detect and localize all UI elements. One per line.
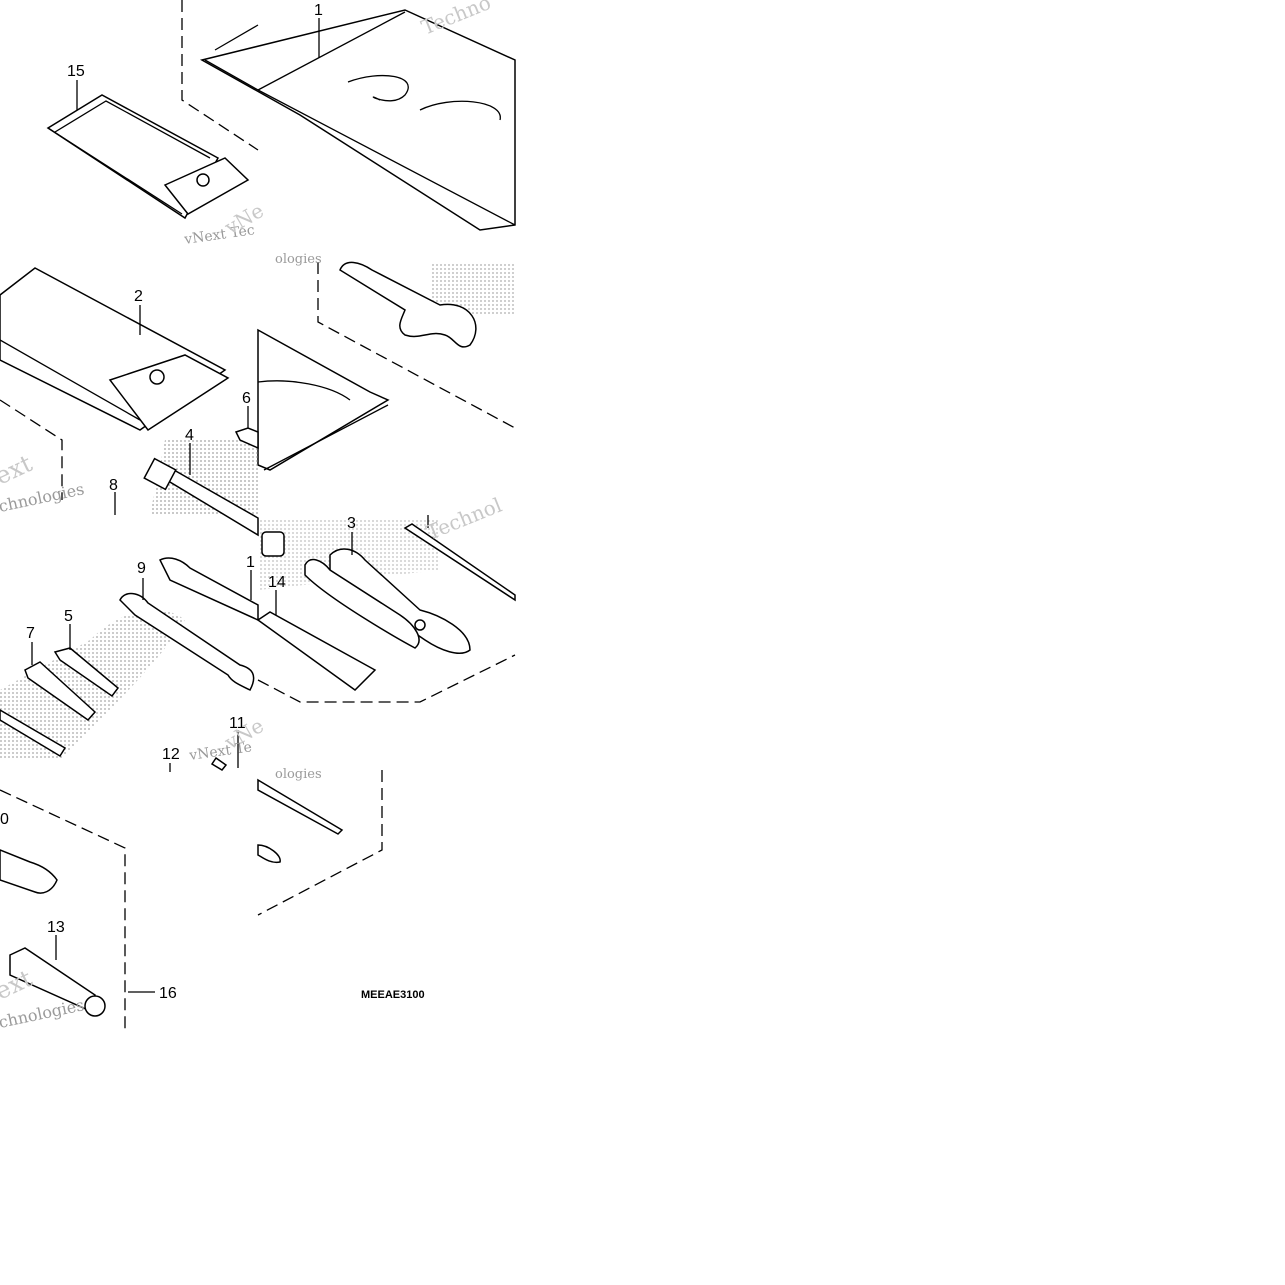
callout-11: 11 <box>229 715 246 732</box>
handle-part <box>256 611 377 691</box>
callout-4: 4 <box>185 427 194 444</box>
open-wrench-10b-part <box>0 849 58 894</box>
callout-6: 6 <box>242 390 251 407</box>
hex-key-6-part <box>234 427 259 450</box>
pliers-panel <box>256 515 516 703</box>
callout-12: 12 <box>162 746 180 763</box>
callout-16: 16 <box>159 985 177 1002</box>
owners-manual-part <box>199 9 516 231</box>
socket-handle-part <box>9 947 106 1017</box>
callout-5: 5 <box>64 608 73 625</box>
watermark-6: Technol <box>423 493 505 545</box>
hex-keys-part <box>0 647 120 758</box>
tool-bag-part <box>0 267 230 432</box>
wrench-hex-panel <box>0 557 259 760</box>
spare-tools-panel <box>0 789 155 1030</box>
callout-15: 15 <box>67 63 85 80</box>
pliers-part <box>304 548 471 654</box>
callout-8: 8 <box>109 477 118 494</box>
kit-outline-dash <box>181 0 259 151</box>
callout-7: 7 <box>26 625 35 642</box>
callout-9: 9 <box>137 560 146 577</box>
callout-2: 2 <box>134 288 143 305</box>
watermark-10: chnologies <box>0 995 86 1032</box>
screwdriver-part <box>257 778 344 835</box>
screwdriver-panel <box>257 770 383 916</box>
callout-10: 0 <box>0 811 9 828</box>
open-wrench-10-part <box>158 557 259 622</box>
callout-3: 3 <box>347 515 356 532</box>
watermark-8: ologies <box>275 767 322 782</box>
socket-part <box>261 531 285 557</box>
panel-dash <box>317 262 516 429</box>
top-panel <box>46 0 516 231</box>
watermark-3: ologies <box>275 252 322 267</box>
watermark-4: ext <box>0 449 37 490</box>
wrench-panel <box>257 261 516 471</box>
callout-1: 1 <box>314 2 323 19</box>
extension-bar-part <box>143 457 259 537</box>
pin-spanner-part <box>339 261 477 348</box>
callout-17: 1 <box>246 554 255 571</box>
callout-13: 13 <box>47 919 65 936</box>
tool-pouch-part <box>46 94 250 220</box>
bag-panel <box>0 267 259 537</box>
callout-14: 14 <box>268 574 286 591</box>
drawing-code: MEEAE3100 <box>361 989 425 1001</box>
open-wrench-9-part <box>119 592 255 691</box>
